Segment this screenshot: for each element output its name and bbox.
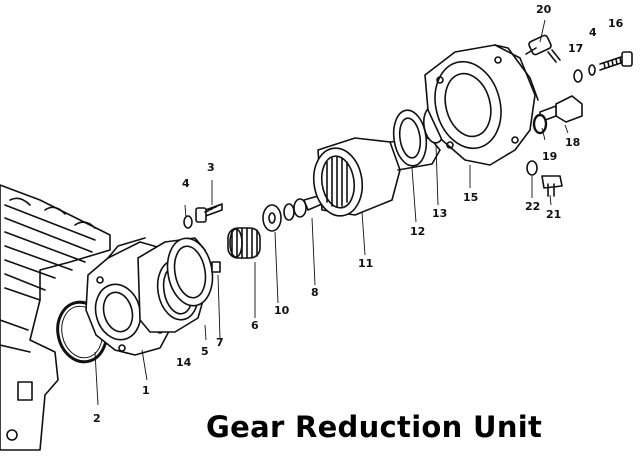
callout-7: 7	[216, 336, 224, 349]
key-pin-part	[211, 261, 221, 273]
callout-14: 14	[176, 356, 192, 369]
drive-gear-part	[227, 227, 261, 259]
callout-2: 2	[93, 412, 101, 425]
sensor-20-part	[525, 34, 561, 63]
callout-18: 18	[565, 136, 581, 149]
callout-10: 10	[274, 304, 290, 317]
callout-19: 19	[542, 150, 558, 163]
callout-13: 13	[432, 207, 448, 220]
callout-12: 12	[410, 225, 426, 238]
leader-lines	[94, 19, 569, 406]
callout-3: 3	[207, 161, 215, 174]
callout-6: 6	[251, 319, 259, 332]
o-ring-19-part	[532, 113, 548, 135]
callout-22: 22	[525, 200, 541, 213]
callout-5: 5	[201, 345, 209, 358]
washer-4-part	[183, 215, 193, 229]
callout-16: 16	[608, 17, 624, 30]
bolt-21-part	[541, 175, 563, 197]
washer-17-part	[573, 69, 583, 83]
bolt-16-part	[599, 51, 633, 71]
engine-block	[0, 184, 111, 451]
callout-1: 1	[142, 384, 150, 397]
bearing-12-part	[392, 109, 428, 167]
clutch-drum-part	[312, 137, 441, 217]
callout-17: 17	[568, 42, 584, 55]
washer-22-part	[526, 160, 538, 176]
callout-15: 15	[463, 191, 479, 204]
callout-4b: 4	[589, 26, 597, 39]
callout-21: 21	[546, 208, 562, 221]
callout-20: 20	[536, 3, 552, 16]
washer-4b-part	[588, 64, 596, 76]
callout-4a: 4	[182, 177, 190, 190]
callout-8: 8	[311, 286, 319, 299]
drain-plug-part	[539, 95, 583, 123]
callout-11: 11	[358, 257, 374, 270]
diagram-title: Gear Reduction Unit	[206, 410, 543, 444]
gear-case-part	[424, 44, 539, 166]
bolt-3-part	[195, 203, 223, 223]
washer-10-part	[262, 204, 282, 232]
